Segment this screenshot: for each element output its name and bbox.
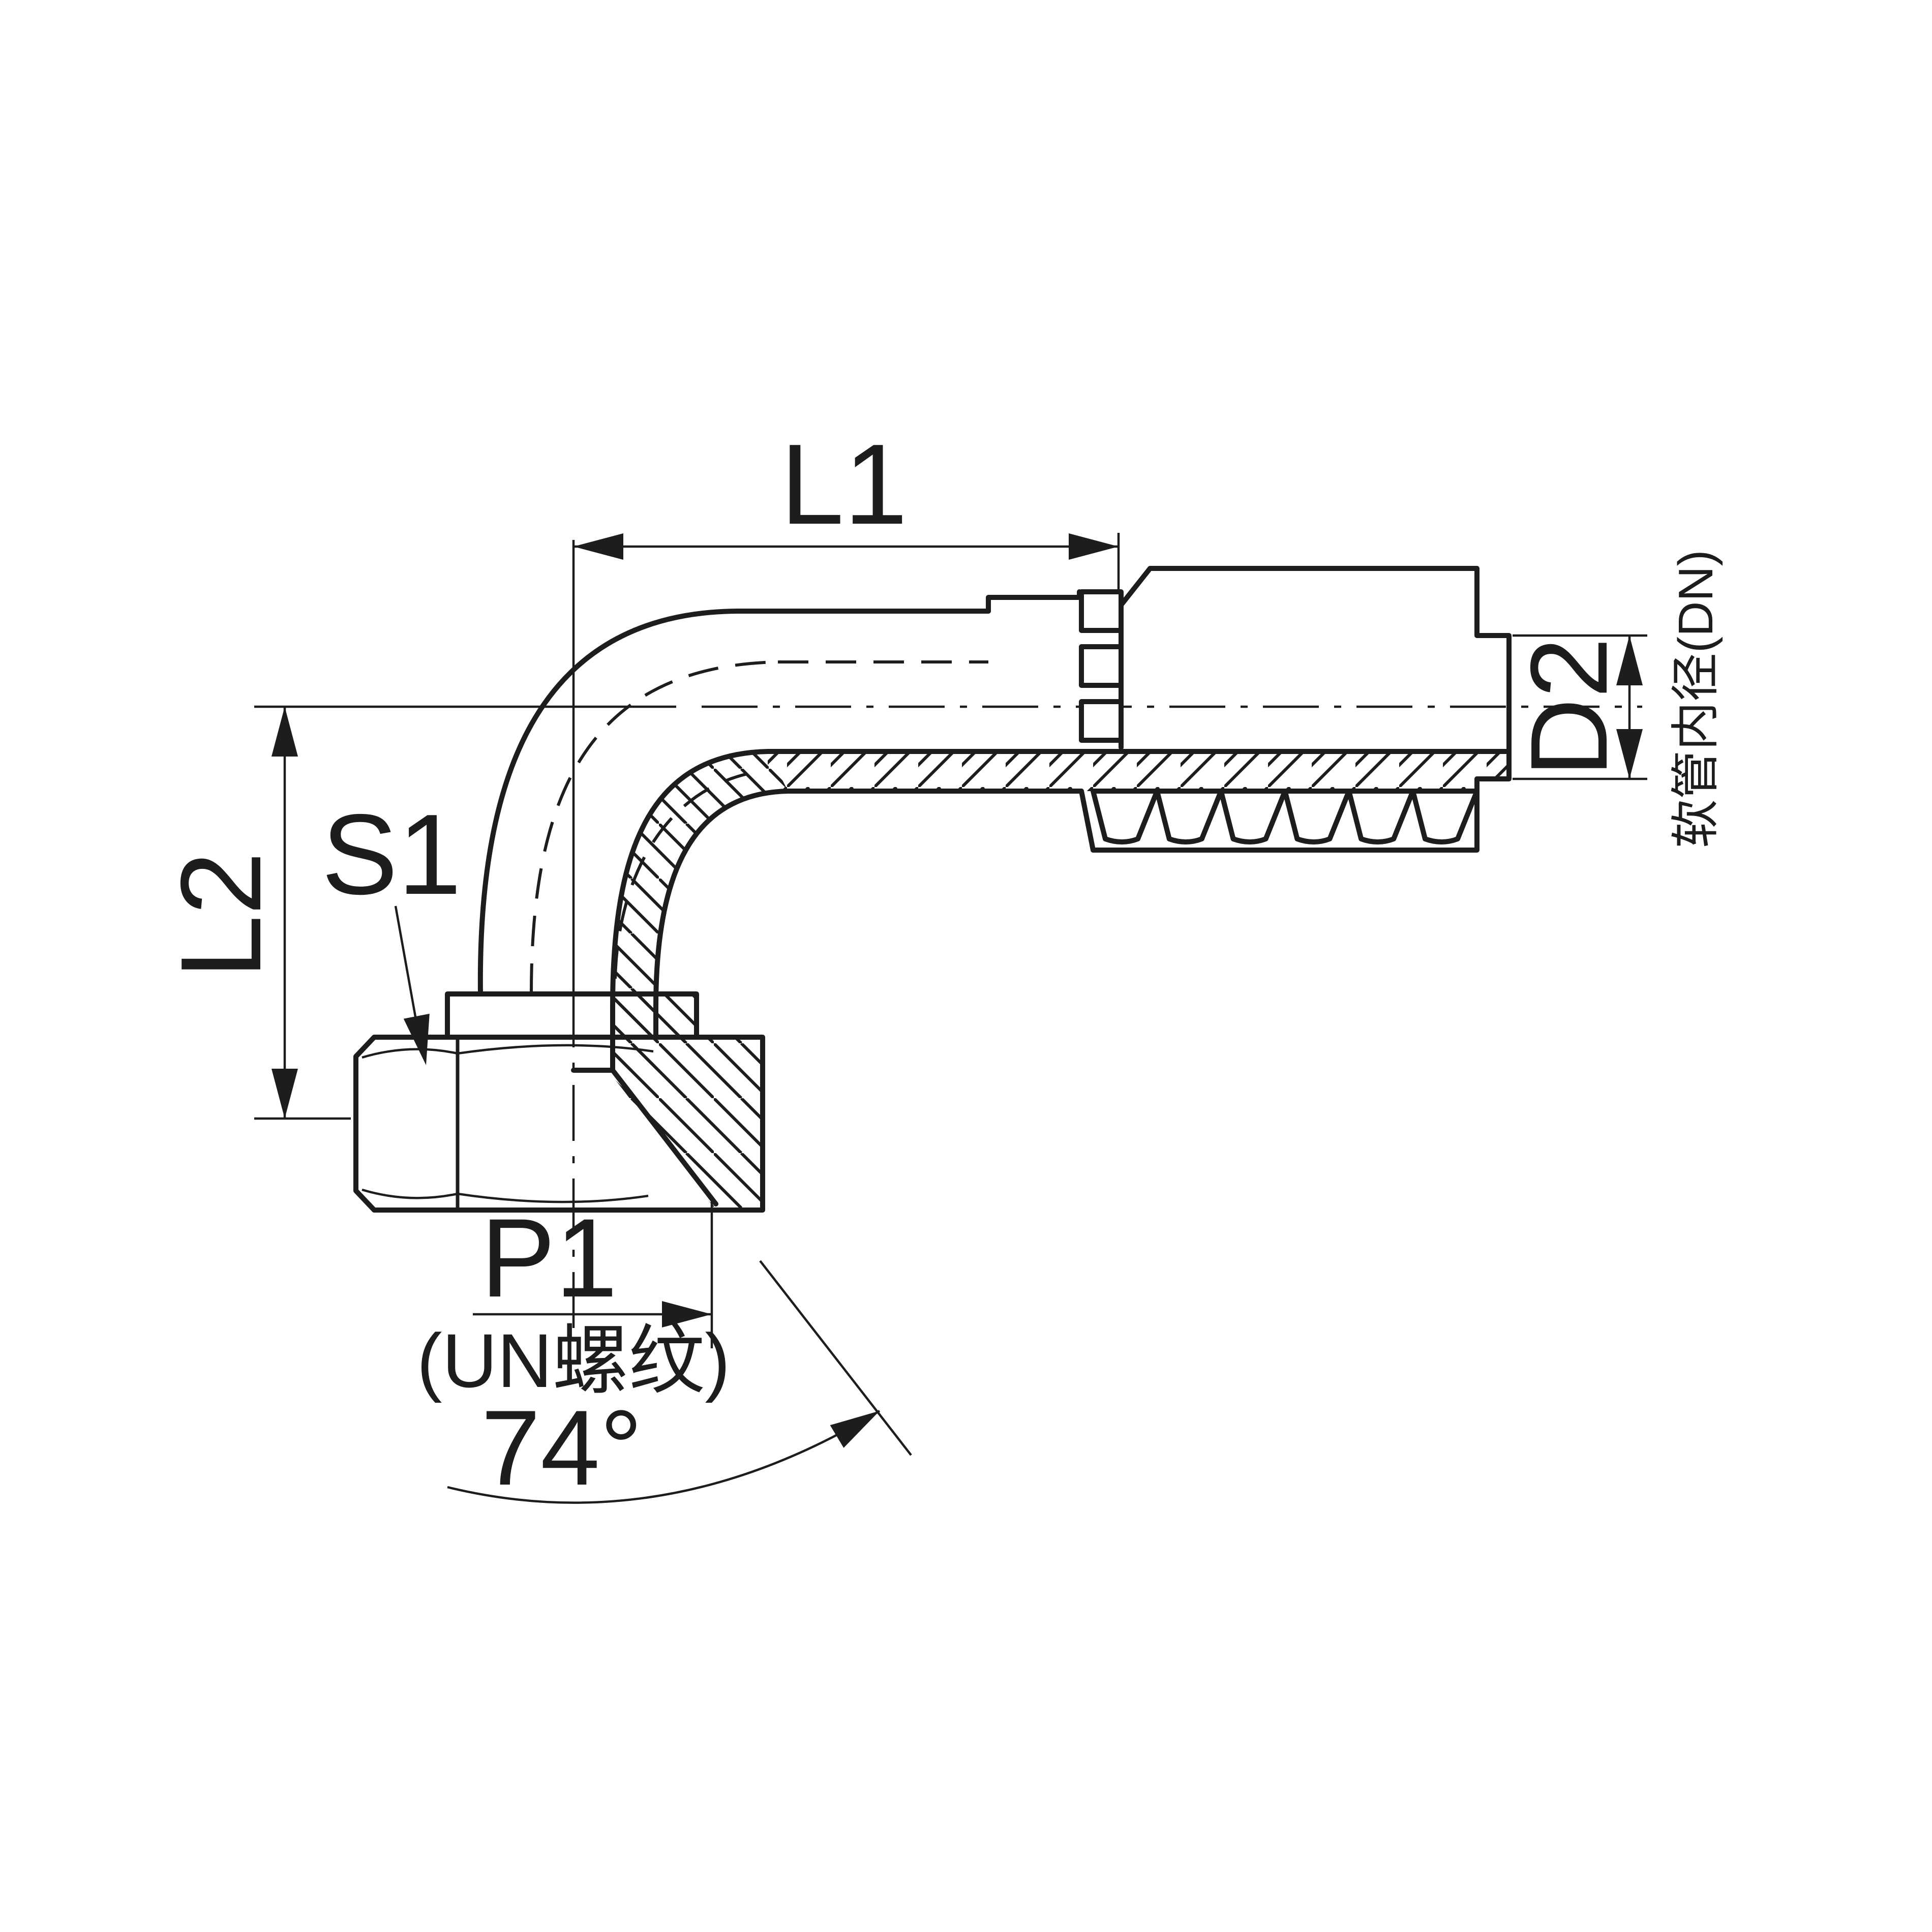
dimension-l2: L2 [157,707,351,1120]
l2-top-arrowhead [271,707,298,757]
serration-block [1079,699,1124,743]
crimp-serrations [1079,589,1124,743]
barb-tooth [1282,789,1352,844]
barb-tooth [1091,789,1160,844]
nut-section-hatch [613,1037,763,1210]
bore-hidden-arc-outer [530,660,778,994]
barb-flange-edge [1079,789,1096,853]
dimension-p1: P1 (UN螺纹) [417,1195,731,1403]
socket-outline [1119,566,1512,781]
angle-arc [447,1410,881,1504]
dimension-d2: D2 软管内径(DN) [1507,550,1723,848]
d2-label: D2 [1507,638,1630,777]
l1-right-arrowhead [1069,533,1119,560]
barb-tooth [1410,789,1480,844]
hose-bore-note-label: 软管内径(DN) [1669,550,1723,848]
bend-wall-hatch [613,751,788,1007]
bend-bore-cut-arc [610,749,770,1009]
serration-block [1079,589,1124,633]
l2-label: L2 [157,852,285,979]
fitting-outline [353,566,1512,1213]
elbow-outer-arc [477,609,740,997]
nut-top-bevel-left [361,1048,458,1059]
hose-tail-barbs [1091,789,1480,844]
tail-end-wall-hatch [1477,751,1509,779]
l1-label: L1 [780,420,908,548]
centerlines [254,540,1642,1342]
s1-label: S1 [321,790,461,918]
nipple-collar-outline [986,589,1082,614]
nut-outline [353,1035,765,1213]
l1-left-arrowhead [573,533,623,560]
s1-callout: S1 [321,790,462,1068]
barb-tooth [1346,789,1415,844]
nut-bottom-bevel-left [361,1188,458,1199]
nut-top-bevel-mid [457,1044,654,1055]
socket-bottom-edge [1091,776,1480,853]
p1-label: P1 [480,1195,617,1320]
barb-tooth [1218,789,1288,844]
cone-face-line [610,1068,718,1206]
swivel-collar-outline [445,991,699,1040]
s1-arrowhead [403,1013,439,1068]
thread-note-label: (UN螺纹) [417,1318,731,1403]
serration-block [1079,644,1124,688]
cone-angle-label: 74° [481,1388,643,1507]
nut-bottom-bevel-mid [457,1192,649,1203]
angle-arc-arrowhead [830,1399,887,1448]
barb-tooth [1154,789,1224,844]
bend-wall-outer-arc [653,789,791,1009]
tube-wall-hatch [768,751,1477,791]
l2-bottom-arrowhead [271,1069,298,1119]
dimension-l1: L1 [573,420,1120,591]
angle-dimension-74: 74° [447,1260,912,1507]
cone-extension-line [759,1260,912,1456]
